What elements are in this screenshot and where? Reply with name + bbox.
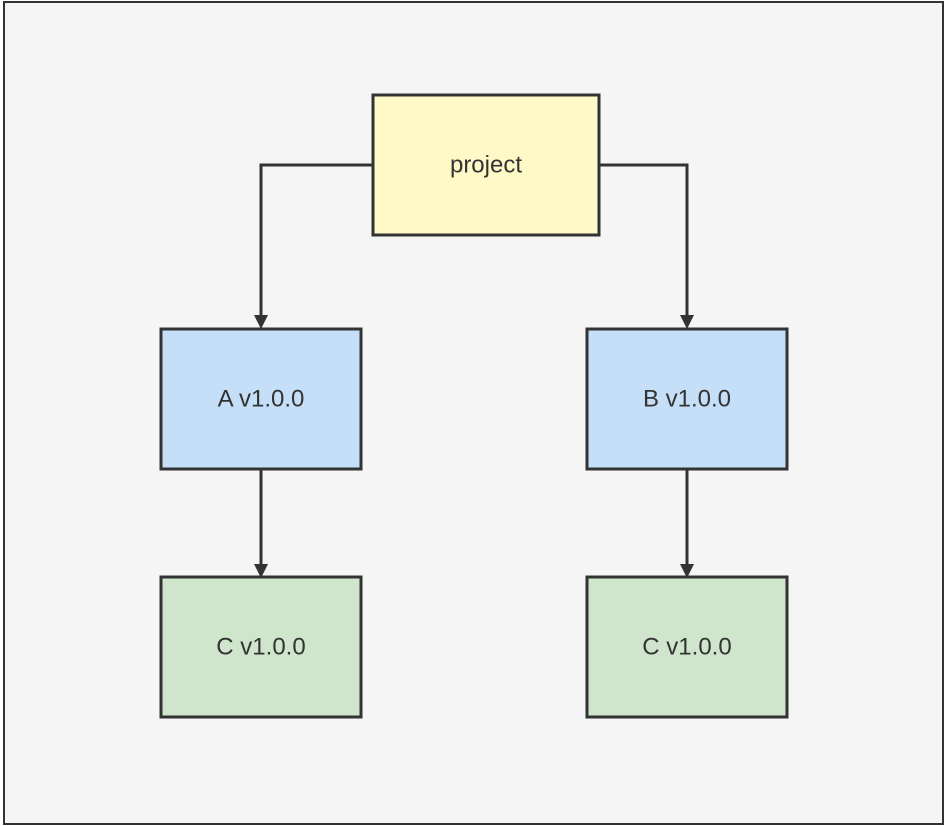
node-b[interactable]: B v1.0.0 bbox=[585, 327, 789, 471]
node-project[interactable]: project bbox=[371, 93, 601, 237]
node-c-right-box bbox=[585, 575, 789, 719]
node-b-label: B v1.0.0 bbox=[643, 386, 731, 413]
node-c-right-label: C v1.0.0 bbox=[642, 634, 731, 661]
node-a-label: A v1.0.0 bbox=[218, 386, 305, 413]
edge-project-to-a bbox=[254, 163, 373, 329]
node-c-right[interactable]: C v1.0.0 bbox=[585, 575, 789, 719]
node-c-left-label: C v1.0.0 bbox=[216, 634, 305, 661]
node-c-left-box bbox=[159, 575, 363, 719]
edge-project-to-b bbox=[599, 163, 694, 329]
node-project-box bbox=[371, 93, 601, 237]
node-a-box bbox=[159, 327, 363, 471]
node-a[interactable]: A v1.0.0 bbox=[159, 327, 363, 471]
node-b-box bbox=[585, 327, 789, 471]
node-project-label: project bbox=[450, 152, 522, 179]
node-c-left[interactable]: C v1.0.0 bbox=[159, 575, 363, 719]
